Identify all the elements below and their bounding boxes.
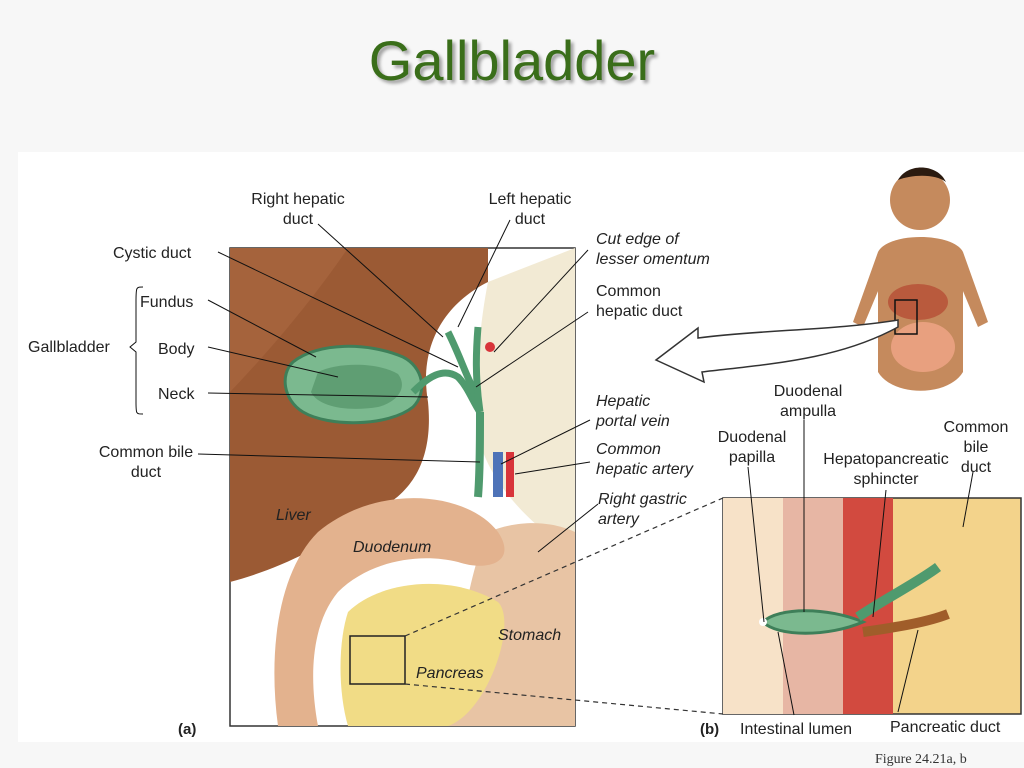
pancreas-shape	[340, 583, 505, 726]
ampulla-shape	[760, 609, 867, 635]
label-neck: Neck	[158, 386, 195, 403]
label-common-hepatic-duct-1: Common	[596, 283, 661, 300]
label-right-gastric-artery-1: Right gastric	[598, 491, 687, 508]
label-common-bile-duct-1: Common bile	[99, 444, 193, 461]
label-cystic-duct: Cystic duct	[113, 245, 192, 262]
label-common-hepatic-artery-1: Common	[596, 441, 661, 458]
label-left-hepatic-duct-2: duct	[515, 211, 546, 228]
panel-b-illustration	[722, 497, 1022, 715]
label-hepatic-portal-vein-1: Hepatic	[596, 393, 650, 410]
label-fundus: Fundus	[140, 294, 193, 311]
leader-lines-b	[747, 420, 974, 716]
label-body: Body	[158, 341, 194, 358]
label-duodenal-papilla-2: papilla	[729, 449, 775, 466]
label-right-gastric-artery-2: artery	[598, 511, 640, 528]
label-b-common-bile-duct-3: duct	[961, 459, 992, 476]
connector-line-top	[404, 497, 724, 637]
common-bile-duct-shape	[474, 411, 484, 498]
label-common-hepatic-duct-2: hepatic duct	[596, 303, 683, 320]
panel-a-illustration	[229, 247, 576, 727]
label-intestinal-lumen: Intestinal lumen	[740, 721, 852, 738]
label-gallbladder: Gallbladder	[28, 339, 111, 356]
label-duodenal-ampulla-1: Duodenal	[774, 383, 843, 400]
label-duodenal-papilla-1: Duodenal	[718, 429, 787, 446]
label-pancreatic-duct: Pancreatic duct	[890, 719, 1001, 736]
label-common-hepatic-artery-2: hepatic artery	[596, 461, 694, 478]
label-cut-edge-2: lesser omentum	[596, 251, 710, 268]
common-hepatic-artery-shape	[506, 452, 514, 497]
label-hepatic-portal-vein-2: portal vein	[595, 413, 670, 430]
hepatic-portal-vein-shape	[493, 452, 503, 497]
anatomy-diagram: Right hepatic duct Left hepatic duct Cysti…	[28, 167, 1022, 738]
label-right-hepatic-duct-1: Right hepatic	[251, 191, 344, 208]
slide-title: Gallbladder	[368, 29, 656, 92]
label-left-hepatic-duct-1: Left hepatic	[489, 191, 572, 208]
labels-b: Duodenal ampulla Duodenal papilla Hepatopa…	[700, 383, 1008, 738]
label-b-common-bile-duct-2: bile	[964, 439, 989, 456]
leader-lines-a	[129, 219, 599, 553]
label-hepatopancreatic-sphincter-2: sphincter	[854, 471, 920, 488]
label-common-bile-duct-2: duct	[131, 464, 162, 481]
duodenum-shape	[274, 498, 505, 726]
figure-panel: Right hepatic duct Left hepatic duct Cysti…	[18, 152, 1024, 742]
label-cut-edge-1: Cut edge of	[596, 231, 680, 248]
panel-b-tag: (b)	[700, 721, 719, 738]
body-inset-figure	[853, 167, 988, 391]
callout-arrow	[654, 319, 899, 384]
label-pancreas: Pancreas	[416, 665, 484, 682]
figure-reference: Figure 24.21a, b	[875, 752, 967, 767]
label-b-common-bile-duct-1: Common	[944, 419, 1009, 436]
label-duodenal-ampulla-2: ampulla	[780, 403, 836, 420]
labels-a: Right hepatic duct Left hepatic duct Cysti…	[28, 191, 710, 738]
label-right-hepatic-duct-2: duct	[283, 211, 314, 228]
label-stomach: Stomach	[498, 627, 561, 644]
papilla-callout-box	[349, 635, 406, 685]
label-liver: Liver	[276, 507, 311, 524]
inset-highlight-box	[894, 299, 918, 335]
panel-a-tag: (a)	[178, 721, 196, 738]
label-duodenum: Duodenum	[353, 539, 431, 556]
label-hepatopancreatic-sphincter-1: Hepatopancreatic	[823, 451, 948, 468]
